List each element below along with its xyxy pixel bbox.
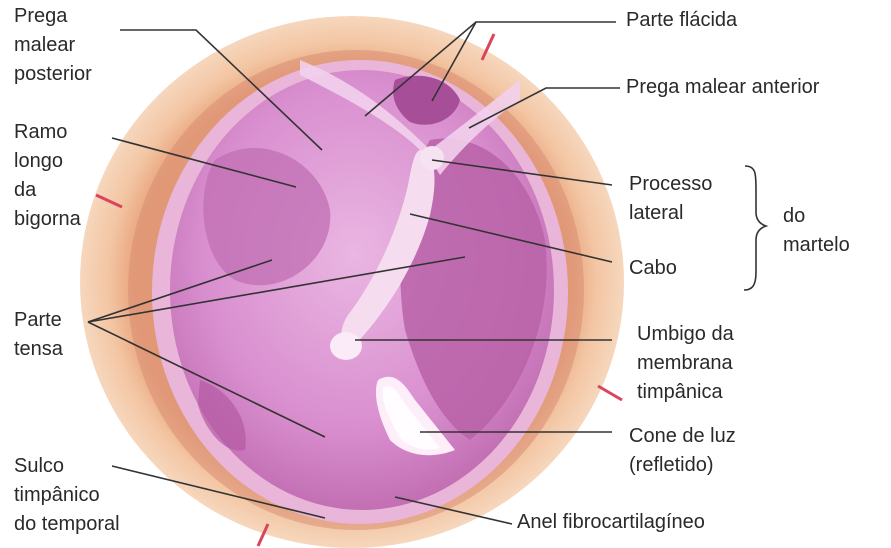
label-parte-tensa: Parte tensa [14,306,63,364]
label-cone-de-luz: Cone de luz (refletido) [629,422,736,480]
label-do-martelo: do martelo [783,202,850,260]
umbo [330,332,362,360]
label-processo-lateral: Processo lateral [629,170,712,228]
label-ramo-longo-bigorna: Ramo longo da bigorna [14,118,81,234]
label-umbigo: Umbigo da membrana timpânica [637,320,734,407]
label-cabo: Cabo [629,254,677,283]
label-prega-malear-anterior: Prega malear anterior [626,73,819,102]
label-parte-flacida: Parte flácida [626,6,737,35]
lateral-process [420,146,444,170]
marker-right [598,386,622,400]
bracket-martelo [744,166,766,290]
label-sulco-timpanico: Sulco timpânico do temporal [14,452,120,539]
label-prega-malear-posterior: Prega malear posterior [14,2,92,89]
label-anel-fibrocartilagineo: Anel fibrocartilagíneo [517,508,705,537]
